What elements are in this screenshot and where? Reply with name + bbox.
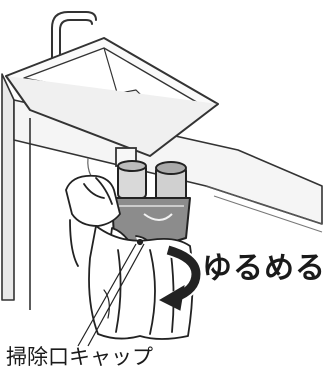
loosen-label: ゆるめる xyxy=(202,252,326,286)
cleanout-cap-label: 掃除口キャップ xyxy=(6,344,153,370)
